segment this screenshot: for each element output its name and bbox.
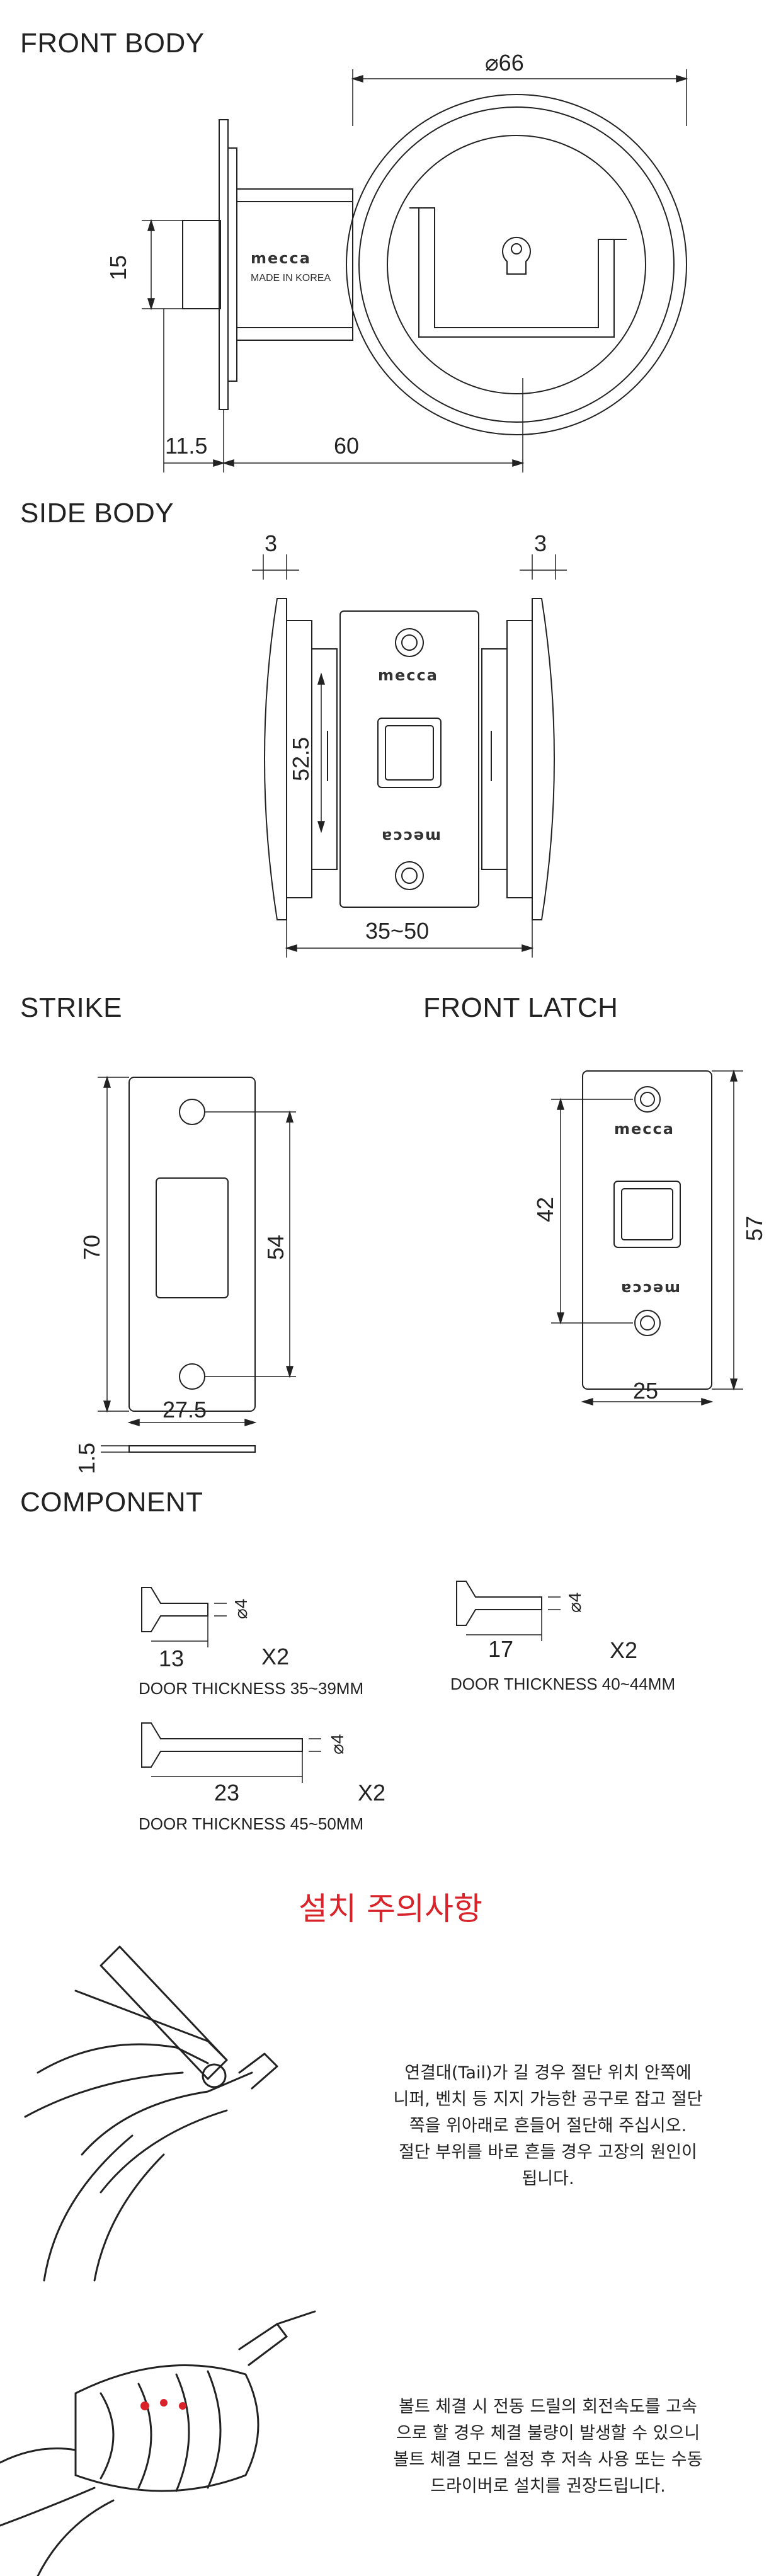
notice-text-2: 볼트 체결 시 전동 드릴의 회전속도를 고속 으로 할 경우 체결 불량이 발… xyxy=(353,2394,743,2500)
screw-2-qty: X2 xyxy=(610,1637,637,1663)
strike-dim-thickness: 1.5 xyxy=(74,1443,100,1474)
front-body-brand: mecca xyxy=(251,249,311,267)
front-body-dim-diameter: ⌀66 xyxy=(485,50,524,76)
side-body-dim-right-flange: 3 xyxy=(534,530,547,556)
pliers-illustration xyxy=(24,1945,278,2282)
component-drawing: 13 ⌀4 X2 17 ⌀4 X2 23 ⌀4 X2 xyxy=(141,1581,637,1806)
front-latch-drawing: mecca mecca 42 57 25 xyxy=(532,1069,767,1406)
side-body-title: SIDE BODY xyxy=(20,498,174,529)
screw-1-length: 13 xyxy=(159,1646,184,1671)
front-latch-dim-width: 25 xyxy=(633,1378,658,1404)
drill-illustration xyxy=(0,2310,316,2576)
side-body-brand-top: mecca xyxy=(378,667,438,684)
notice-text-2-line-1: 볼트 체결 시 전동 드릴의 회전속도를 고속 xyxy=(399,2397,697,2417)
screw-3-length: 23 xyxy=(214,1780,239,1806)
front-body-made-in: MADE IN KOREA xyxy=(251,273,331,283)
notice-text-1-line-2: 니퍼, 벤치 등 지지 가능한 공구로 잡고 절단 xyxy=(393,2090,703,2109)
screw-1-qty: X2 xyxy=(261,1644,289,1669)
front-body-title: FRONT BODY xyxy=(20,28,205,59)
strike-dim-height: 70 xyxy=(79,1235,105,1260)
side-body-dim-height: 52.5 xyxy=(288,737,314,781)
screw-2-caption: DOOR THICKNESS 40~44MM xyxy=(450,1674,676,1693)
side-body-brand-bottom: mecca xyxy=(380,828,441,845)
front-latch-title: FRONT LATCH xyxy=(423,992,619,1023)
notice-text-2-line-4: 드라이버로 설치를 권장드립니다. xyxy=(430,2476,666,2496)
notice-title: 설치 주의사항 xyxy=(299,1891,482,1927)
screw-1-diameter: ⌀4 xyxy=(231,1599,251,1619)
strike-dim-width: 27.5 xyxy=(162,1397,207,1423)
front-body-drawing: mecca MADE IN KOREA ⌀66 15 11.5 60 xyxy=(105,50,688,472)
notice-text-1-line-5: 됩니다. xyxy=(522,2169,574,2189)
screw-1-caption: DOOR THICKNESS 35~39MM xyxy=(139,1679,364,1698)
front-body-dim-left: 11.5 xyxy=(165,433,207,459)
screw-3-diameter: ⌀4 xyxy=(328,1734,347,1755)
side-body-dim-left-flange: 3 xyxy=(265,530,277,556)
notice-text-1-line-1: 연결대(Tail)가 길 경우 절단 위치 안쪽에 xyxy=(404,2063,692,2083)
screw-3-caption: DOOR THICKNESS 45~50MM xyxy=(139,1814,364,1833)
front-latch-dim-inner: 42 xyxy=(532,1197,558,1222)
notice-text-2-line-2: 으로 할 경우 체결 불량이 발생할 수 있으니 xyxy=(396,2424,700,2443)
strike-title: STRIKE xyxy=(20,992,122,1023)
screw-2-diameter: ⌀4 xyxy=(565,1593,584,1613)
front-body-dim-height: 15 xyxy=(105,255,131,280)
notice-text-1-line-4: 절단 부위를 바로 흔들 경우 고장의 원인이 xyxy=(399,2143,697,2162)
screw-3-qty: X2 xyxy=(358,1780,385,1806)
notice-text-1-line-3: 쪽을 위아래로 흔들어 절단해 주십시오. xyxy=(409,2116,687,2136)
front-latch-brand-top: mecca xyxy=(614,1120,675,1138)
front-latch-brand-bottom: mecca xyxy=(620,1280,680,1298)
strike-drawing: 70 54 27.5 1.5 xyxy=(74,1075,296,1474)
front-body-dim-length: 60 xyxy=(334,433,359,459)
notice-text-1: 연결대(Tail)가 길 경우 절단 위치 안쪽에 니퍼, 벤치 등 지지 가능… xyxy=(353,2060,743,2192)
side-body-dim-width: 35~50 xyxy=(365,918,429,944)
component-title: COMPONENT xyxy=(20,1487,203,1518)
screw-2-length: 17 xyxy=(488,1636,513,1662)
front-latch-dim-height: 57 xyxy=(741,1216,767,1241)
strike-dim-inner: 54 xyxy=(263,1235,288,1260)
notice-text-2-line-3: 볼트 체결 모드 설정 후 저속 사용 또는 수동 xyxy=(393,2450,703,2470)
side-body-drawing: mecca mecca 3 3 52.5 35~50 xyxy=(252,530,567,958)
